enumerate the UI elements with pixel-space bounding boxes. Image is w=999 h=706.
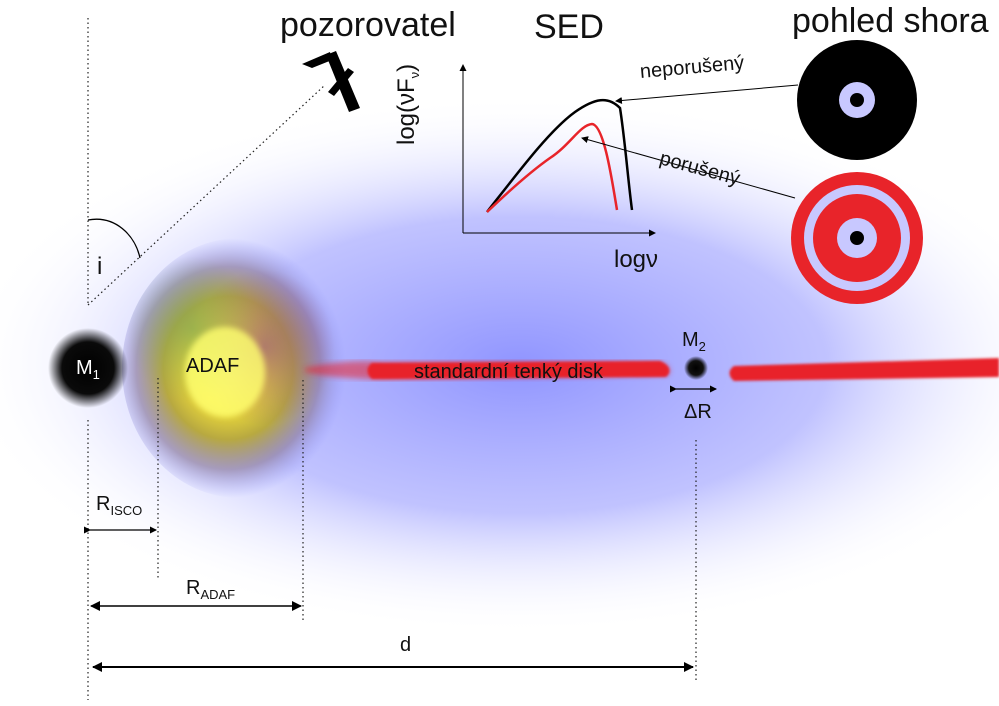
top-view-undisturbed (797, 40, 917, 160)
sed-title: SED (534, 8, 604, 46)
thin-disk (305, 358, 999, 381)
sed-curve-undisturbed (486, 99, 634, 213)
adaf-label: ADAF (186, 355, 240, 377)
delta-r-label: ΔR (684, 401, 712, 423)
pointer-undisturbed (615, 84, 799, 104)
radaf-label: RADAF (186, 577, 236, 602)
m2-label: M2 (682, 329, 706, 354)
top-view-label: pohled shora (792, 2, 989, 40)
inclination-arc (87, 218, 141, 259)
pointer-disturbed (581, 136, 796, 199)
thin-disk-label: standardní tenký disk (414, 361, 603, 383)
top-view-disturbed (791, 172, 923, 304)
guide-lines (87, 18, 697, 700)
sed-curve-disturbed (486, 122, 619, 213)
m1-label: M1 (76, 357, 100, 382)
sed-axes (459, 64, 656, 237)
observer-eye-icon (302, 51, 360, 112)
black-hole-m2 (684, 356, 708, 380)
observer-label: pozorovatel (280, 6, 456, 44)
adaf-cloud (122, 238, 358, 498)
risco-label: RISCO (96, 493, 143, 518)
black-hole-m1 (48, 328, 128, 408)
sed-y-axis-label: log(νFν) (393, 63, 422, 145)
sed-x-axis-label: logν (614, 246, 659, 273)
inclination-label: i (97, 253, 103, 280)
d-label: d (400, 634, 412, 656)
